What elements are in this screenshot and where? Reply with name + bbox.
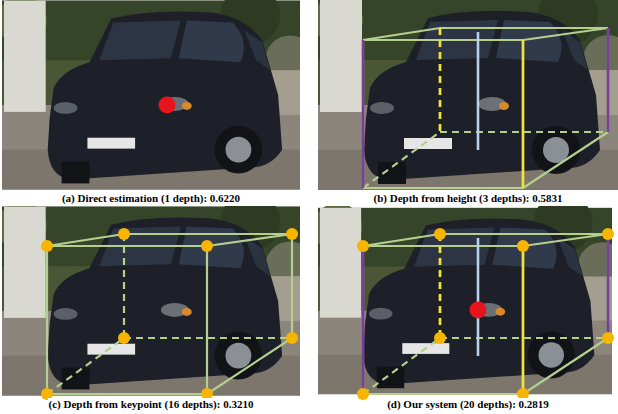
- figure-caption: (c) Depth from keypoint (16 depths): 0.3…: [48, 398, 255, 411]
- panel-b: [313, 0, 618, 190]
- figure-caption: (d) Our system (20 depths): 0.2819: [386, 398, 550, 411]
- panel-d: [313, 193, 618, 400]
- figure-caption: (b) Depth from height (3 depths): 0.5831: [373, 192, 564, 205]
- panel-c: [0, 192, 315, 400]
- figure-caption: (a) Direct estimation (1 depth): 0.6220: [61, 192, 241, 205]
- panel-a: [0, 0, 315, 189]
